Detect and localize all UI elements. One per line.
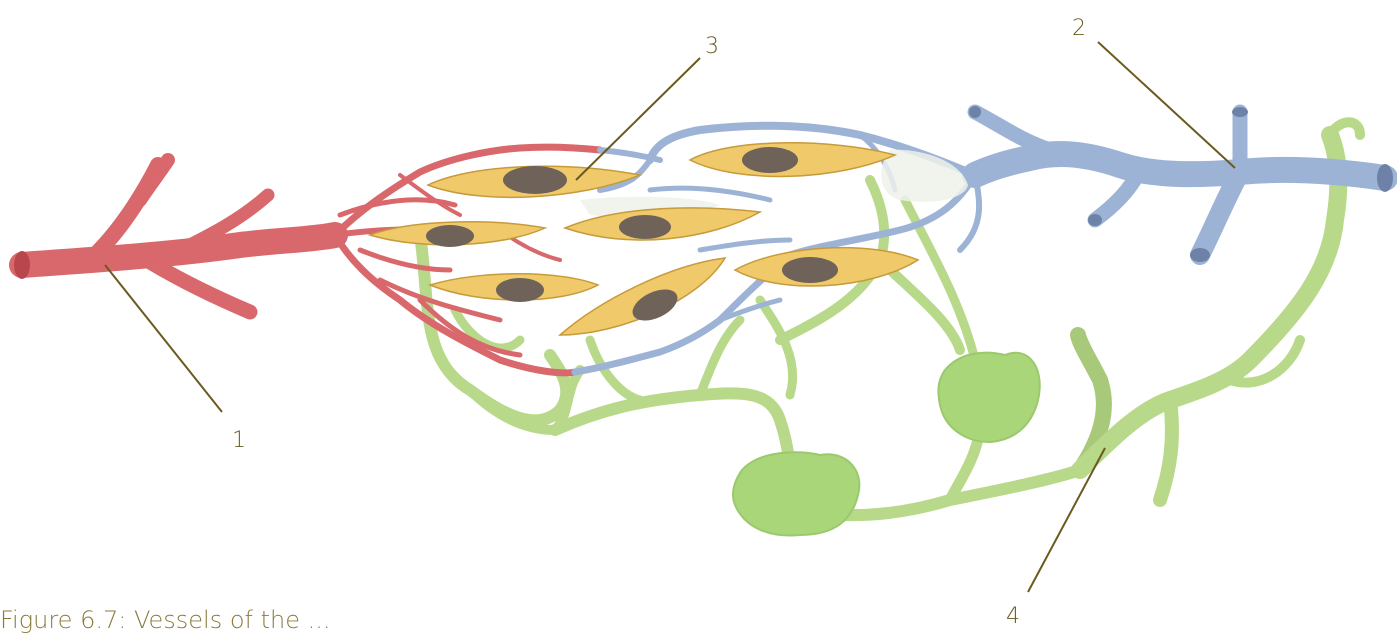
cell-5 (430, 274, 598, 302)
label-3: 3 (705, 34, 719, 59)
vein (575, 112, 1385, 372)
cell-7 (735, 248, 918, 286)
leader-line-3 (576, 58, 700, 180)
artery-opening (14, 251, 30, 279)
leader-line-2 (1098, 42, 1235, 168)
label-4: 4 (1006, 604, 1020, 629)
lymph-node-large (733, 452, 859, 535)
label-2: 2 (1072, 16, 1086, 41)
figure-caption: Figure 6.7: Vessels of the ... (0, 606, 331, 634)
cell-6 (560, 258, 725, 335)
leader-lines (105, 42, 1235, 592)
cell-1 (428, 166, 640, 197)
cell-2 (690, 143, 895, 177)
label-1: 1 (232, 428, 246, 453)
lymph-node-small (938, 353, 1039, 442)
